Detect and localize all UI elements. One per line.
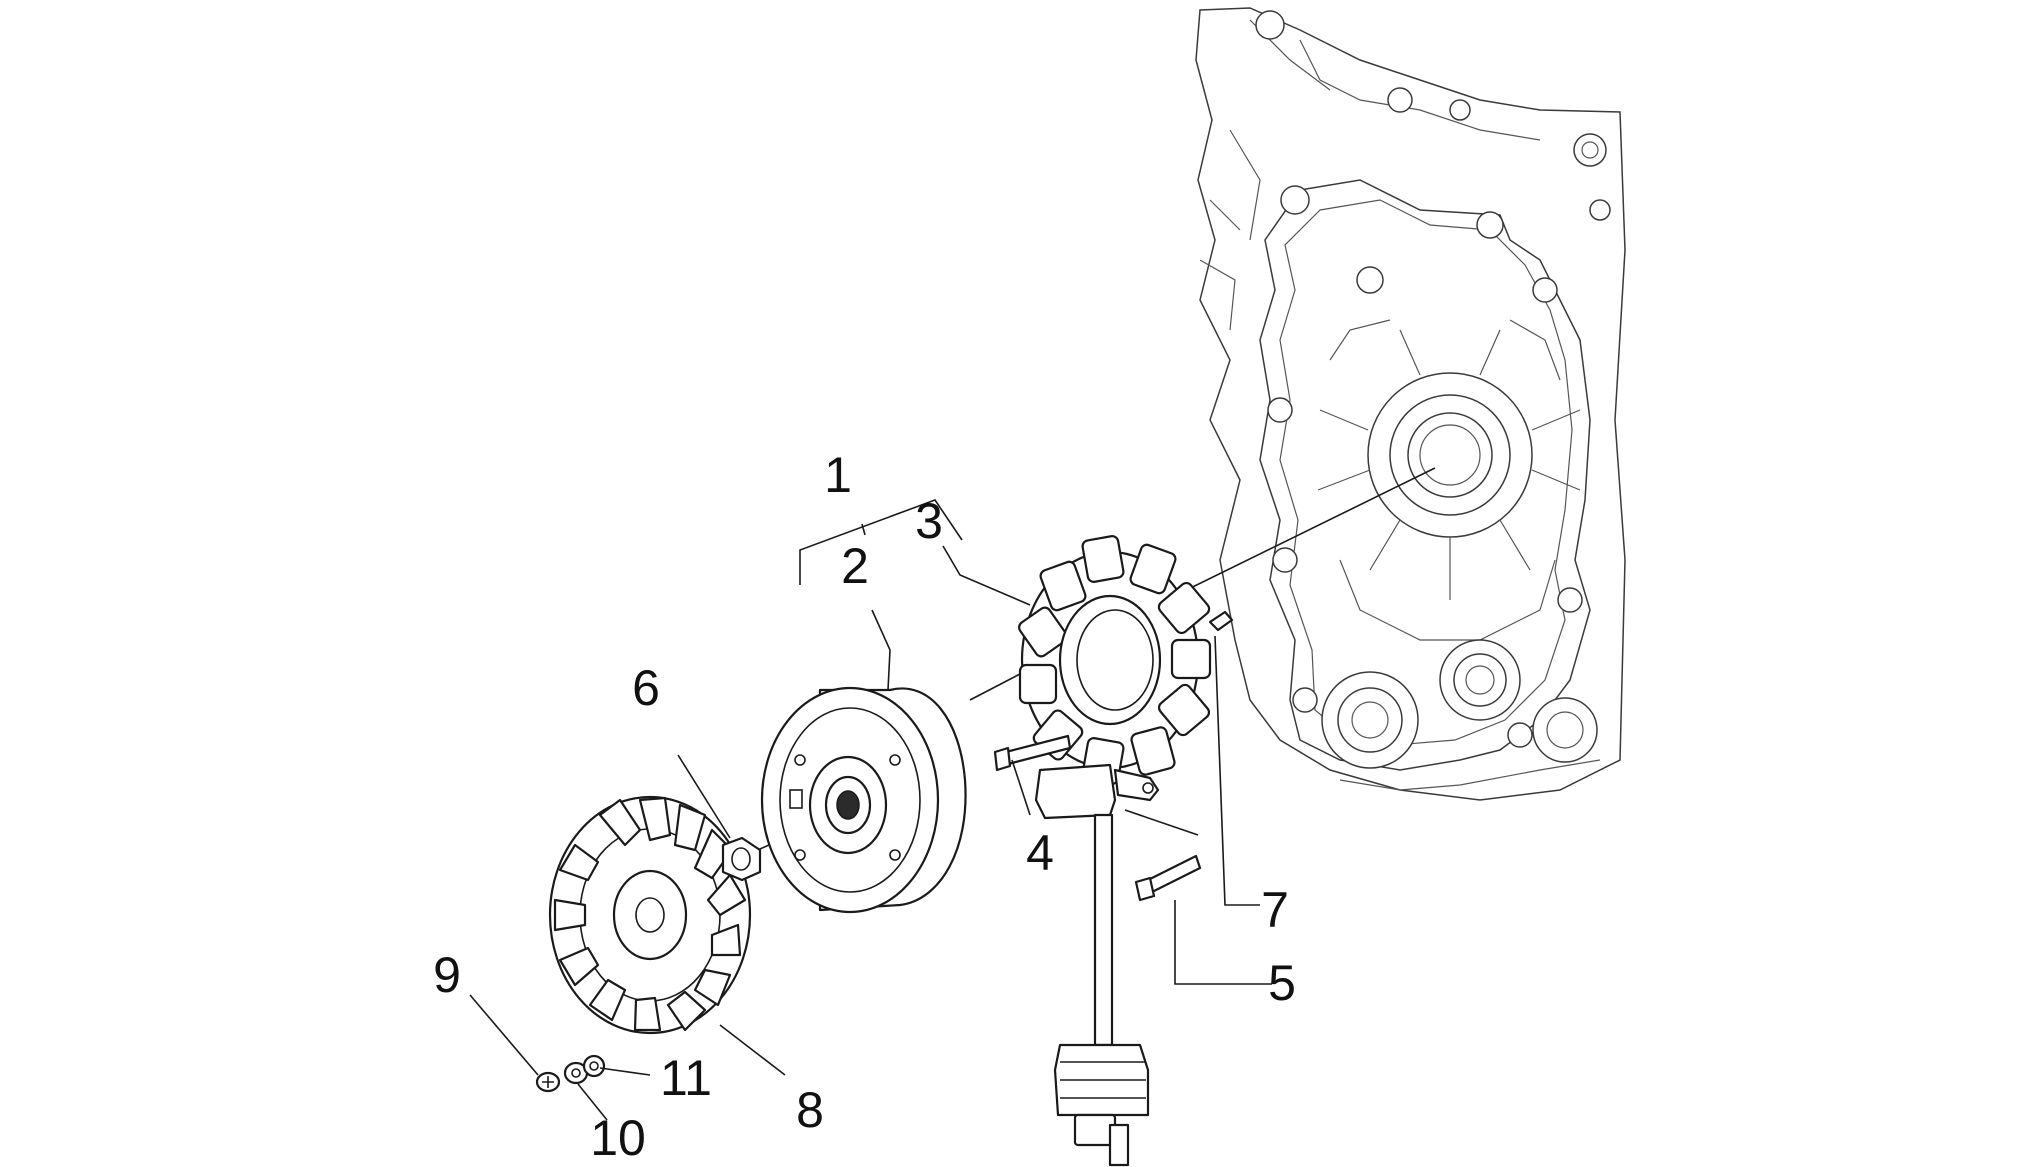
flywheel-nut: [721, 836, 762, 882]
callout-8: 8: [796, 1082, 824, 1138]
leader-lines: [469, 499, 1272, 1121]
callout-7: 7: [1261, 882, 1289, 938]
fan-screw-9: [535, 1071, 561, 1093]
cooling-fan: [548, 795, 752, 1035]
callout-labels: 1 2 3 4 5 6 7 8 9 10 11: [433, 447, 1296, 1166]
callout-2: 2: [841, 538, 869, 594]
callout-5: 5: [1268, 955, 1296, 1011]
callout-9: 9: [433, 947, 461, 1003]
callout-10: 10: [590, 1110, 646, 1166]
callout-6: 6: [632, 660, 660, 716]
pickup-screw-5: [1134, 854, 1202, 902]
callout-1: 1: [824, 447, 852, 503]
stator-screw-4: [993, 734, 1072, 772]
callout-3: 3: [915, 493, 943, 549]
callout-4: 4: [1026, 825, 1054, 881]
woodruff-key: [1208, 610, 1234, 632]
flywheel-rotor: [760, 686, 967, 914]
engine-crankcase: [1195, 7, 1626, 801]
stator-coil-assembly: [1018, 535, 1212, 1167]
fan-spring-washer-11: [582, 1054, 606, 1078]
callout-11: 11: [660, 1050, 712, 1106]
